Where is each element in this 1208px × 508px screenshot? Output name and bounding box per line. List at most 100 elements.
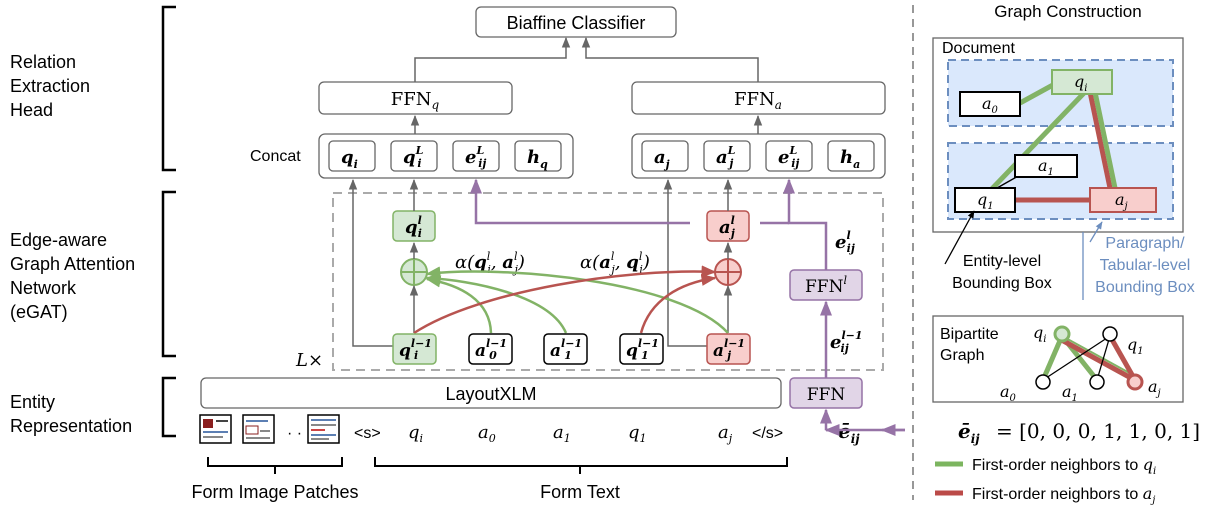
concat-q-cell-label-0: qi [341, 147, 358, 171]
e-bar-label: ēij [838, 419, 860, 446]
doc-node-label-a1: a1 [1038, 156, 1054, 178]
token-4: q1 [628, 422, 647, 445]
bipartite-edges [1040, 334, 1138, 382]
para-bbox-label-1: Paragraph/ [1105, 235, 1185, 252]
para-bbox-pointer [1089, 221, 1103, 243]
doc-node-label-aj: aj [1115, 190, 1128, 212]
red-neighbor-arrows [413, 265, 717, 335]
arrow-ffna-biaffine [581, 36, 759, 82]
bip-node-qi [1053, 325, 1071, 343]
brace-form-text [374, 457, 788, 474]
para-bbox-label-3: Bounding Box [1095, 279, 1195, 296]
bip-edge-q1-a0 [1042, 335, 1111, 381]
concat-a-cell-2 [765, 140, 813, 172]
concat-q-cell-label-3: hq [527, 147, 548, 171]
entity-rep-label-1: Entity [10, 392, 55, 412]
bip-node-aj [1126, 373, 1144, 391]
egat-input-node-0 [392, 333, 437, 365]
aggregate-qi-plus [401, 259, 427, 285]
layoutxlm-box [200, 377, 782, 409]
doc-edge-qi-aj [1087, 91, 1113, 189]
doc-node-aj [1089, 187, 1157, 213]
concat-q-cell-0 [328, 140, 376, 172]
egat-label-3: Network [10, 278, 77, 298]
skip-line-qi [348, 178, 393, 347]
entity-rep-label-2: Representation [10, 416, 132, 436]
egat-label-2: Graph Attention [10, 254, 135, 274]
form-text-label: Form Text [540, 482, 620, 502]
layer-repeat-label: L× [295, 350, 323, 371]
bip-edge-q1-a1 [1096, 335, 1111, 381]
bip-label-q1: q1 [1127, 335, 1144, 357]
bip-label-qi: qi [1033, 323, 1046, 345]
concat-q-group [318, 133, 574, 179]
legend-red-label: First-order neighbors to aj [972, 484, 1155, 506]
doc-edge-qi-aj-green [1092, 91, 1118, 189]
token-0: <s> [354, 425, 381, 442]
bip-node-a0 [1035, 374, 1051, 390]
concat-label: Concat [250, 148, 301, 165]
concat-a-cell-0 [641, 140, 689, 172]
document-label: Document [942, 40, 1015, 57]
relation-head-label-3: Head [10, 100, 53, 120]
relation-head-label-2: Extraction [10, 76, 90, 96]
egat-dashed-box [332, 192, 884, 371]
entity-bbox-label-2: Bounding Box [952, 275, 1052, 292]
egat-label-1: Edge-aware [10, 230, 107, 250]
ffn-a-label: FFNa [734, 89, 782, 112]
legend-green-label: First-order neighbors to qi [972, 455, 1156, 477]
bipartite-label-1: Bipartite [940, 326, 999, 343]
bracket-egat [161, 190, 176, 358]
e-bar-eq-lhs: ēij [958, 419, 980, 446]
ffn-bottom-box [789, 377, 863, 409]
bip-node-q1 [1102, 326, 1118, 342]
bip-edge-qi-a0 [1040, 335, 1065, 381]
graph-construction-title: Graph Construction [994, 2, 1141, 21]
entity-bbox-label-1: Entity-level [963, 253, 1041, 270]
patches-ellipsis: · · · [287, 425, 312, 442]
token-6: </s> [752, 425, 783, 442]
bip-node-a1 [1089, 374, 1105, 390]
form-image-patches: · · · [199, 414, 340, 444]
doc-node-label-a0: a0 [982, 94, 999, 116]
ffn-l-label: FFNl [805, 274, 847, 297]
bip-edge-qi-aj [1056, 335, 1133, 381]
e-bar-eq-rhs: = [0, 0, 0, 1, 1, 0, 1] [996, 419, 1200, 443]
token-1: qi [408, 422, 423, 445]
doc-node-q1 [954, 187, 1016, 213]
bipartite-label-2: Graph [940, 347, 984, 364]
arrow-ffnl-concat-q [476, 180, 789, 225]
doc-edge-qi-q1-green [983, 90, 1087, 198]
biaffine-label: Biaffine Classifier [507, 13, 646, 33]
image-patch-2 [242, 414, 275, 444]
concat-a-cell-label-3: ha [840, 147, 860, 171]
entity-bbox-pointer [944, 210, 975, 265]
bracket-relation-head [161, 5, 176, 172]
doc-node-label-q1: q1 [977, 190, 994, 212]
image-patch-1 [199, 414, 232, 444]
para-bbox-label-2: Tabular-level [1100, 257, 1191, 274]
image-patch-3 [307, 414, 340, 444]
red-arrow-q1 [639, 273, 717, 334]
egat-input-node-4 [706, 333, 751, 365]
red-arrow-qi [413, 265, 717, 335]
bip-label-a1: a1 [1062, 382, 1078, 404]
doc-node-qi [1051, 69, 1113, 95]
token-3: a1 [553, 422, 571, 445]
